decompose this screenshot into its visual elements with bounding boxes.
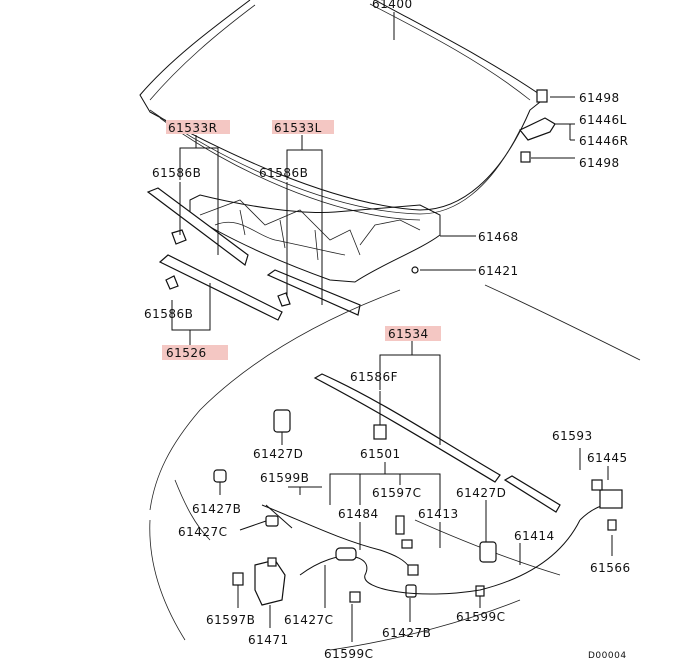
label-61446R: 61446R [579,134,629,148]
label-61526: 61526 [166,346,207,360]
body-outline [149,284,641,651]
label-61533R: 61533R [168,121,218,135]
part-labels: 61400 61498 61446L 61446R 61498 61533R 6… [144,0,631,661]
label-61427D-1: 61427D [253,447,303,461]
61533L-highlight [272,120,334,134]
label-61471: 61471 [248,633,289,647]
weatherstrips [146,187,361,321]
label-61586F: 61586F [350,370,398,384]
label-61593: 61593 [552,429,593,443]
label-61498-top: 61498 [579,91,620,105]
lock-support [313,326,561,513]
label-61597B: 61597B [206,613,255,627]
label-61484: 61484 [338,507,379,521]
label-61427D-2: 61427D [456,486,506,500]
label-61445: 61445 [587,451,628,465]
61534-highlight [385,326,441,341]
label-61599C-2: 61599C [324,647,374,661]
label-61421: 61421 [478,264,519,278]
label-61427C-2: 61427C [284,613,334,627]
label-61599B: 61599B [260,471,309,485]
label-61597C: 61597C [372,486,422,500]
diagram-code: D00004 [588,651,627,661]
label-61566: 61566 [590,561,631,575]
release-cable [261,479,623,595]
label-61446L: 61446L [579,113,627,127]
label-61586B-3: 61586B [144,307,193,321]
label-61586B-1: 61586B [152,166,201,180]
label-61427B-2: 61427B [382,626,431,640]
label-61586B-2: 61586B [259,166,308,180]
stops-bumpers [213,409,497,608]
label-61468: 61468 [478,230,519,244]
callout-brackets-center [288,448,613,642]
label-61413: 61413 [418,507,459,521]
label-61400: 61400 [372,0,413,11]
label-61533L: 61533L [274,121,322,135]
label-61498-bot: 61498 [579,156,620,170]
label-61501: 61501 [360,447,401,461]
61526-highlight [162,345,228,360]
label-61427B-1: 61427B [192,502,241,516]
label-61427C-1: 61427C [178,525,228,539]
label-61534: 61534 [388,327,429,341]
label-61599C-1: 61599C [456,610,506,624]
hood-lock [232,557,286,628]
hood-panel [139,0,546,283]
hinge-parts [519,89,575,163]
61533R-highlight [166,120,230,134]
label-61414: 61414 [514,529,555,543]
callout-brackets-top [162,120,476,360]
